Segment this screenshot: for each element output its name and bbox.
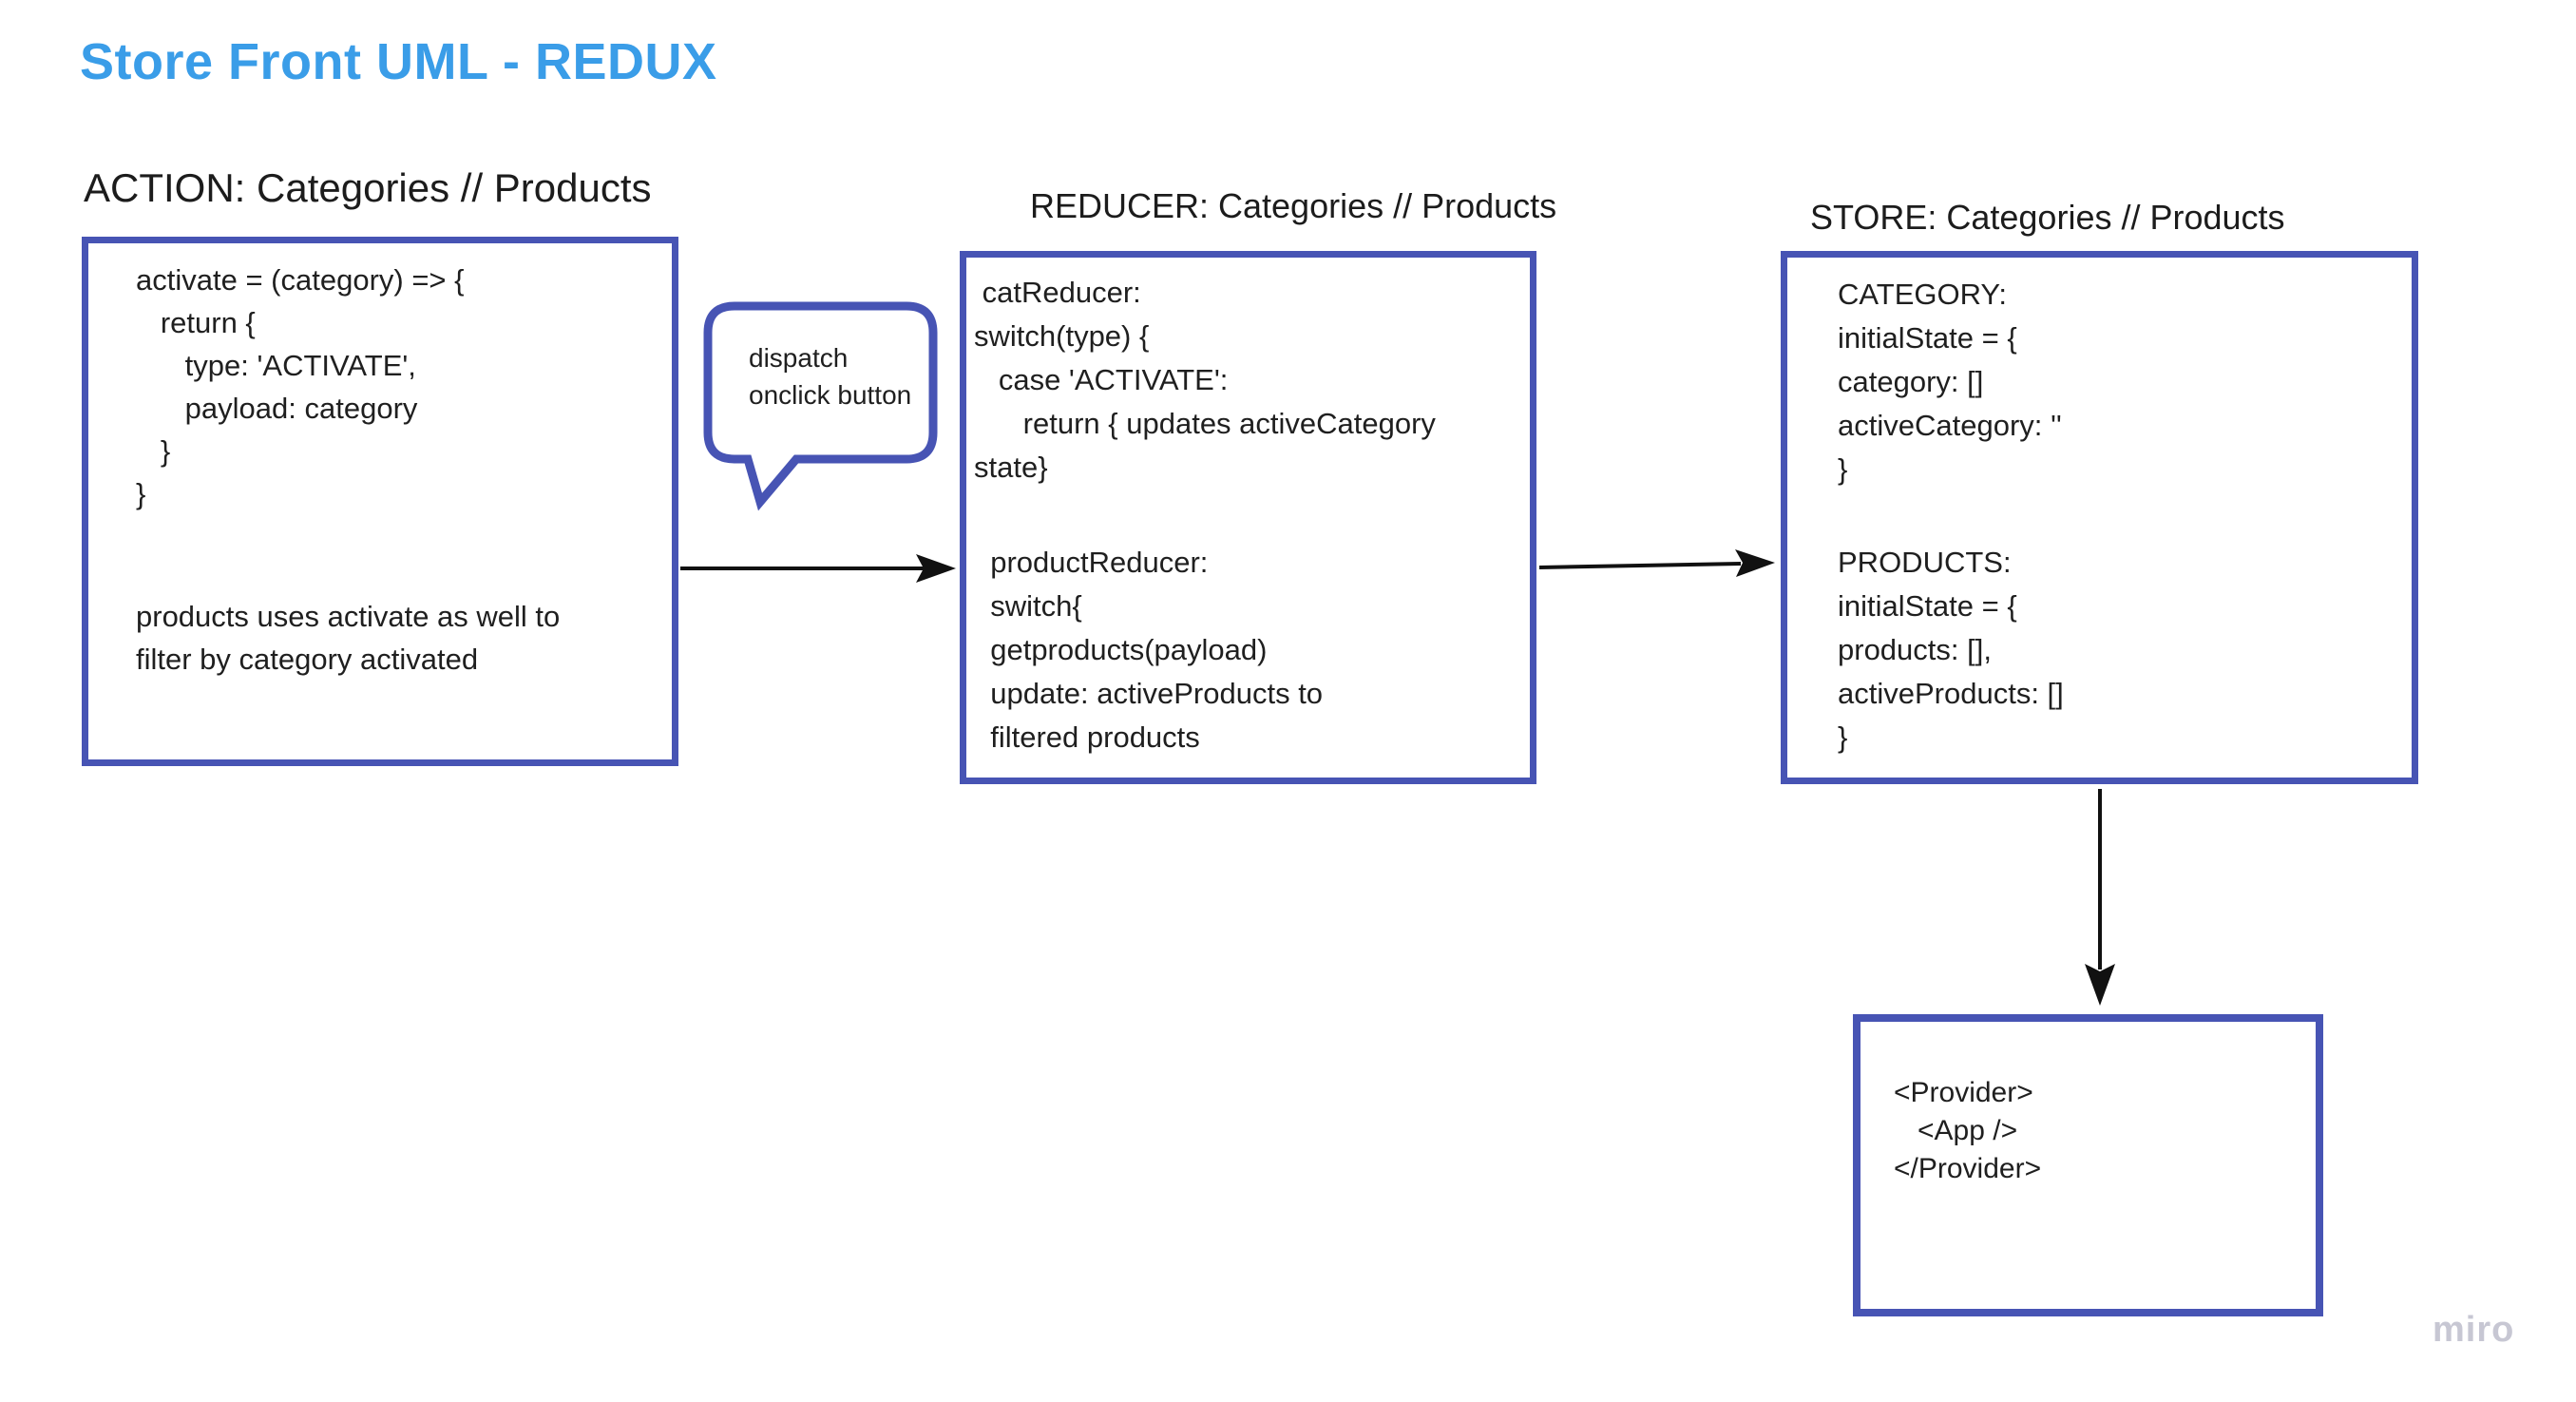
- speech-bubble-shape: [703, 301, 938, 511]
- action-note: products uses activate as well to filter…: [136, 600, 561, 676]
- product-reducer-code: productReducer: switch{ getproducts(payl…: [990, 546, 1324, 754]
- reducer-section-header[interactable]: REDUCER: Categories // Products: [1030, 186, 1557, 225]
- dispatch-bubble-text: dispatch onclick button: [749, 343, 912, 410]
- action-box[interactable]: activate = (category) => { return { type…: [82, 237, 678, 766]
- provider-box[interactable]: <Provider> <App /> </Provider>: [1853, 1014, 2323, 1316]
- reducer-box[interactable]: catReducer: switch(type) { case 'ACTIVAT…: [960, 251, 1536, 784]
- miro-logo[interactable]: miro: [2433, 1310, 2515, 1350]
- store-category-code: CATEGORY: initialState = { category: [] …: [1838, 278, 2062, 486]
- arrow-store-to-provider[interactable]: [2085, 789, 2115, 1006]
- store-products-code: PRODUCTS: initialState = { products: [],…: [1838, 546, 2064, 754]
- provider-code: <Provider> <App /> </Provider>: [1894, 1077, 2042, 1184]
- cat-reducer-code: catReducer: switch(type) { case 'ACTIVAT…: [974, 276, 1436, 484]
- arrow-action-to-reducer[interactable]: [680, 554, 956, 583]
- dispatch-speech-bubble[interactable]: dispatch onclick button: [703, 299, 941, 513]
- board-title[interactable]: Store Front UML - REDUX: [80, 33, 717, 90]
- store-section-header[interactable]: STORE: Categories // Products: [1810, 198, 2285, 237]
- action-code: activate = (category) => { return { type…: [136, 263, 465, 510]
- action-section-header[interactable]: ACTION: Categories // Products: [84, 165, 652, 210]
- arrow-reducer-to-store[interactable]: [1538, 549, 1775, 577]
- store-box[interactable]: CATEGORY: initialState = { category: [] …: [1781, 251, 2418, 784]
